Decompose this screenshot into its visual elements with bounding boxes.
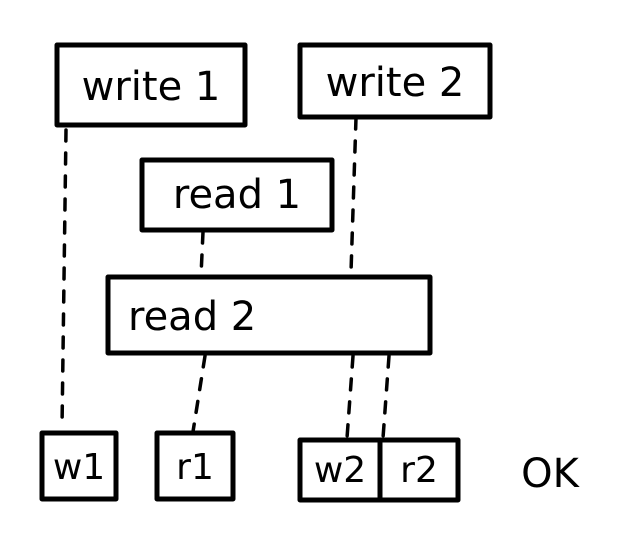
connector-write1-w1: [60, 128, 68, 430]
r1-label: r1: [176, 447, 214, 488]
read-2-box: read 2: [105, 274, 433, 356]
read-1-label: read 1: [173, 172, 301, 218]
r1-box: r1: [154, 430, 236, 502]
connector-read2-r1: [190, 354, 207, 440]
connector-read2-w2: [345, 354, 355, 440]
connector-read1: [199, 230, 205, 278]
w1-box: w1: [39, 430, 119, 502]
result-ok-label: OK: [521, 451, 580, 497]
write-2-box: write 2: [297, 42, 493, 120]
r2-box: r2: [377, 437, 461, 503]
w2-box: w2: [297, 437, 383, 503]
read-2-label: read 2: [128, 294, 256, 340]
w2-label: w2: [314, 450, 366, 491]
write-2-label: write 2: [326, 60, 465, 106]
connector-read2-r2: [381, 354, 391, 440]
read-1-box: read 1: [139, 157, 335, 233]
connector-write2-w2: [349, 116, 358, 274]
write-1-box: write 1: [54, 42, 248, 128]
r2-label: r2: [400, 450, 438, 491]
w1-label: w1: [53, 447, 105, 488]
write-1-label: write 1: [82, 64, 221, 110]
